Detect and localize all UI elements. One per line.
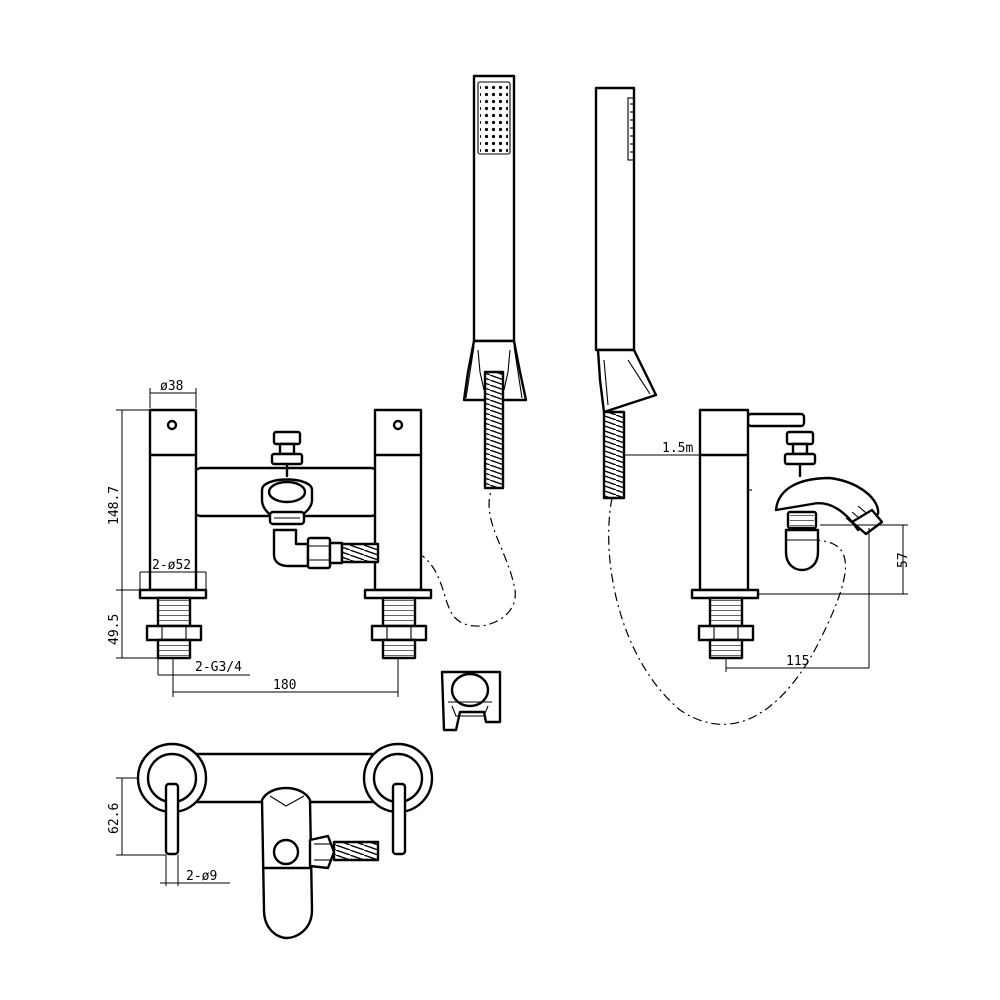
- dim-spout-height: 57: [896, 552, 911, 568]
- side-lever: [746, 412, 806, 428]
- side-hose-outlet: [784, 528, 820, 572]
- left-handle-hole: [166, 419, 178, 431]
- dim-spout-diameter: ø38: [160, 379, 183, 394]
- right-nut: [370, 624, 428, 642]
- dim-spout-projection: 115: [786, 654, 809, 669]
- side-diverter-knob: [783, 430, 817, 478]
- side-nut: [697, 624, 755, 642]
- hose-outlet-elbow: [272, 528, 310, 568]
- plan-right-lever: [391, 782, 407, 856]
- diverter-knob: [270, 430, 304, 478]
- handset-front-holder: [462, 339, 528, 402]
- dim-shank-length: 49.5: [107, 614, 122, 645]
- dim-hole-diameter: 2-ø9: [186, 869, 217, 884]
- side-view: 57 115: [608, 408, 911, 725]
- handset-front-spray-dots: [480, 84, 508, 152]
- dim-thread: 2-G3/4: [195, 660, 242, 675]
- handset-front: [462, 74, 528, 490]
- front-view: ø38 148.7 2-ø52 49.5 2-G3/4 180: [107, 379, 516, 697]
- dim-plan-depth: 62.6: [107, 803, 122, 834]
- front-hose-path: [379, 487, 516, 627]
- wall-bracket: [440, 670, 502, 732]
- side-hose-path: [608, 497, 846, 725]
- right-pillar: [373, 408, 423, 592]
- plan-left-lever: [164, 782, 180, 856]
- plan-diverter: [272, 838, 300, 866]
- dim-hose-length: 1.5m: [662, 441, 693, 456]
- side-pillar: [698, 408, 750, 592]
- hose-outlet-nut: [306, 536, 332, 570]
- hose-connector: [328, 541, 344, 565]
- dim-centres: 180: [273, 678, 296, 693]
- handset-side: [594, 86, 658, 500]
- left-nut: [145, 624, 203, 642]
- plan-hose-nut: [308, 834, 336, 870]
- dim-body-height: 148.7: [107, 486, 122, 525]
- left-pillar: [148, 408, 198, 592]
- handset-side-holder: [596, 348, 658, 414]
- right-handle-hole: [392, 419, 404, 431]
- plan-view: 62.6 2-ø9: [107, 742, 434, 940]
- dim-base-diameter: 2-ø52: [152, 558, 191, 573]
- side-spout: [774, 476, 880, 532]
